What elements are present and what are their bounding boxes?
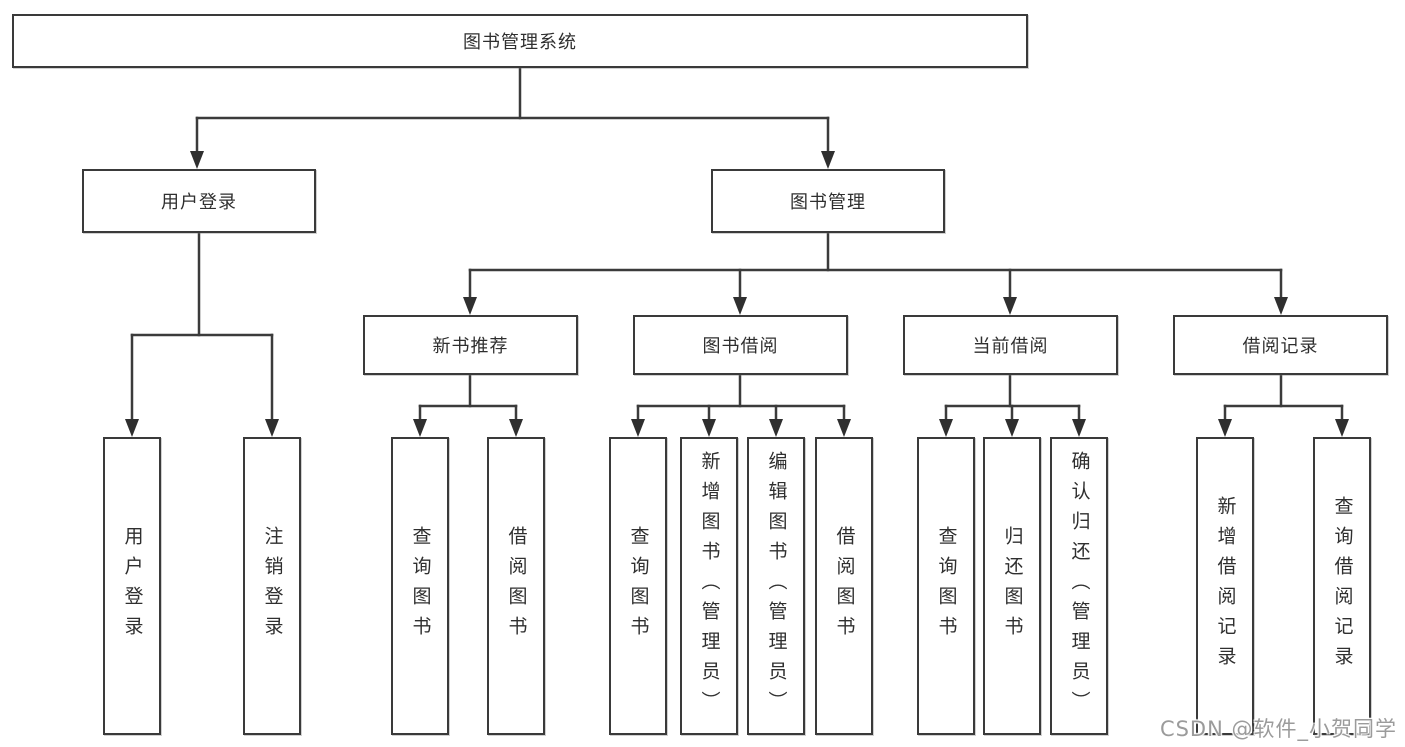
node-new-book-recommend-label: 新书推荐 xyxy=(432,336,509,357)
leaf-user-login-label: 用户登录 xyxy=(121,526,144,646)
node-borrow-records: 借阅记录 xyxy=(1173,315,1388,375)
leaf-return-book: 归还图书 xyxy=(983,437,1041,735)
leaf-query-books-2-label: 查询图书 xyxy=(627,526,650,646)
leaf-borrow-books-1: 借阅图书 xyxy=(487,437,545,735)
leaf-confirm-return-admin-label: 确认归还（管理员） xyxy=(1068,451,1091,721)
leaf-query-books-3: 查询图书 xyxy=(917,437,975,735)
leaf-add-borrow-record-label: 新增借阅记录 xyxy=(1214,496,1237,676)
leaf-query-books-3-label: 查询图书 xyxy=(935,526,958,646)
node-current-borrow: 当前借阅 xyxy=(903,315,1118,375)
leaf-query-borrow-record-label: 查询借阅记录 xyxy=(1331,496,1354,676)
leaf-add-book-admin: 新增图书（管理员） xyxy=(680,437,738,735)
leaf-return-book-label: 归还图书 xyxy=(1001,526,1024,646)
leaf-query-books-1: 查询图书 xyxy=(391,437,449,735)
node-borrow-records-label: 借阅记录 xyxy=(1242,336,1319,357)
node-user-login-label: 用户登录 xyxy=(161,192,237,213)
leaf-query-books-2: 查询图书 xyxy=(609,437,667,735)
node-book-management: 图书管理 xyxy=(711,169,945,233)
node-user-login: 用户登录 xyxy=(82,169,316,233)
leaf-add-borrow-record: 新增借阅记录 xyxy=(1196,437,1254,735)
leaf-borrow-books-2: 借阅图书 xyxy=(815,437,873,735)
leaf-query-books-1-label: 查询图书 xyxy=(409,526,432,646)
node-book-borrow-label: 图书借阅 xyxy=(702,336,779,357)
node-root-label: 图书管理系统 xyxy=(463,32,577,53)
node-root: 图书管理系统 xyxy=(12,14,1028,68)
csdn-watermark: CSDN @软件_小贺同学 xyxy=(1159,717,1397,741)
leaf-edit-book-admin-label: 编辑图书（管理员） xyxy=(765,451,788,721)
node-book-management-label: 图书管理 xyxy=(790,192,866,213)
node-book-borrow: 图书借阅 xyxy=(633,315,848,375)
node-new-book-recommend: 新书推荐 xyxy=(363,315,578,375)
node-current-borrow-label: 当前借阅 xyxy=(972,336,1049,357)
leaf-logout-label: 注销登录 xyxy=(261,526,284,646)
leaf-add-book-admin-label: 新增图书（管理员） xyxy=(698,451,721,721)
leaf-confirm-return-admin: 确认归还（管理员） xyxy=(1050,437,1108,735)
arrowheads xyxy=(125,151,1349,437)
leaf-logout: 注销登录 xyxy=(243,437,301,735)
leaf-query-borrow-record: 查询借阅记录 xyxy=(1313,437,1371,735)
leaf-edit-book-admin: 编辑图书（管理员） xyxy=(747,437,805,735)
leaf-borrow-books-2-label: 借阅图书 xyxy=(833,526,856,646)
leaf-user-login: 用户登录 xyxy=(103,437,161,735)
leaf-borrow-books-1-label: 借阅图书 xyxy=(505,526,528,646)
